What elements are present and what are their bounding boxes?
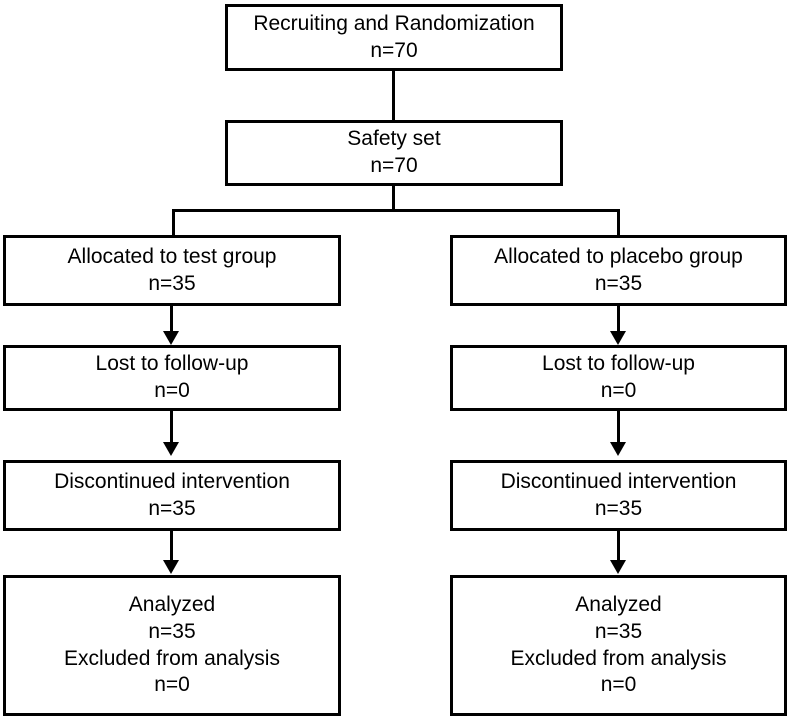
node-label: Recruiting and Randomization — [253, 11, 535, 35]
node-excluded-label: Excluded from analysis — [510, 646, 727, 670]
node-label: Discontinued intervention — [54, 469, 290, 493]
node-discontinued-intervention-test: Discontinued intervention n=35 — [3, 460, 341, 531]
node-excluded-count: n=0 — [600, 673, 637, 697]
node-label: Allocated to test group — [67, 244, 277, 268]
connector-branch-left-drop — [172, 209, 175, 235]
connector-lost-to-discontinued-placebo — [617, 411, 620, 443]
node-analyzed-label: Analyzed — [128, 592, 216, 616]
arrowhead-icon — [610, 442, 626, 456]
arrowhead-icon — [163, 442, 179, 456]
arrowhead-icon — [163, 331, 179, 345]
node-label: Discontinued intervention — [500, 469, 737, 493]
node-label: Lost to follow-up — [95, 352, 249, 376]
node-label: Lost to follow-up — [542, 352, 695, 376]
connector-safety-set-stem — [392, 186, 395, 212]
node-allocated-to-placebo-group: Allocated to placebo group n=35 — [450, 235, 787, 306]
connector-branch-bar — [172, 209, 620, 212]
node-count: n=35 — [594, 496, 643, 520]
node-count: n=0 — [154, 379, 190, 402]
node-lost-to-followup-test: Lost to follow-up n=0 — [3, 345, 341, 411]
connector-discontinued-to-analyzed-test — [170, 531, 173, 561]
connector-discontinued-to-analyzed-placebo — [617, 531, 620, 561]
node-allocated-to-test-group: Allocated to test group n=35 — [3, 235, 341, 306]
node-lost-to-followup-placebo: Lost to follow-up n=0 — [450, 345, 787, 411]
connector-allocated-placebo-to-lost — [617, 306, 620, 332]
node-discontinued-intervention-placebo: Discontinued intervention n=35 — [450, 460, 787, 531]
arrowhead-icon — [163, 560, 179, 574]
node-safety-set: Safety set n=70 — [225, 120, 563, 186]
arrowhead-icon — [610, 560, 626, 574]
node-label: Allocated to placebo group — [494, 244, 743, 268]
node-analyzed-label: Analyzed — [575, 592, 662, 616]
connector-allocated-test-to-lost — [170, 306, 173, 332]
node-recruiting-and-randomization: Recruiting and Randomization n=70 — [225, 4, 563, 71]
node-count: n=35 — [594, 271, 643, 295]
node-excluded-count: n=0 — [154, 673, 190, 697]
node-count: n=70 — [370, 38, 418, 62]
node-excluded-label: Excluded from analysis — [64, 646, 280, 670]
node-count: n=70 — [370, 154, 418, 177]
node-analyzed-count: n=35 — [594, 619, 643, 643]
arrowhead-icon — [610, 331, 626, 345]
node-label: Safety set — [347, 127, 441, 151]
node-analyzed-placebo: Analyzed n=35 Excluded from analysis n=0 — [450, 575, 787, 716]
node-count: n=35 — [148, 271, 196, 295]
connector-recruiting-to-safety-set — [392, 71, 395, 120]
node-count: n=0 — [600, 379, 637, 402]
node-analyzed-test: Analyzed n=35 Excluded from analysis n=0 — [3, 575, 341, 716]
node-analyzed-count: n=35 — [148, 619, 196, 643]
connector-branch-right-drop — [617, 209, 620, 235]
connector-lost-to-discontinued-test — [170, 411, 173, 443]
node-count: n=35 — [148, 496, 196, 520]
